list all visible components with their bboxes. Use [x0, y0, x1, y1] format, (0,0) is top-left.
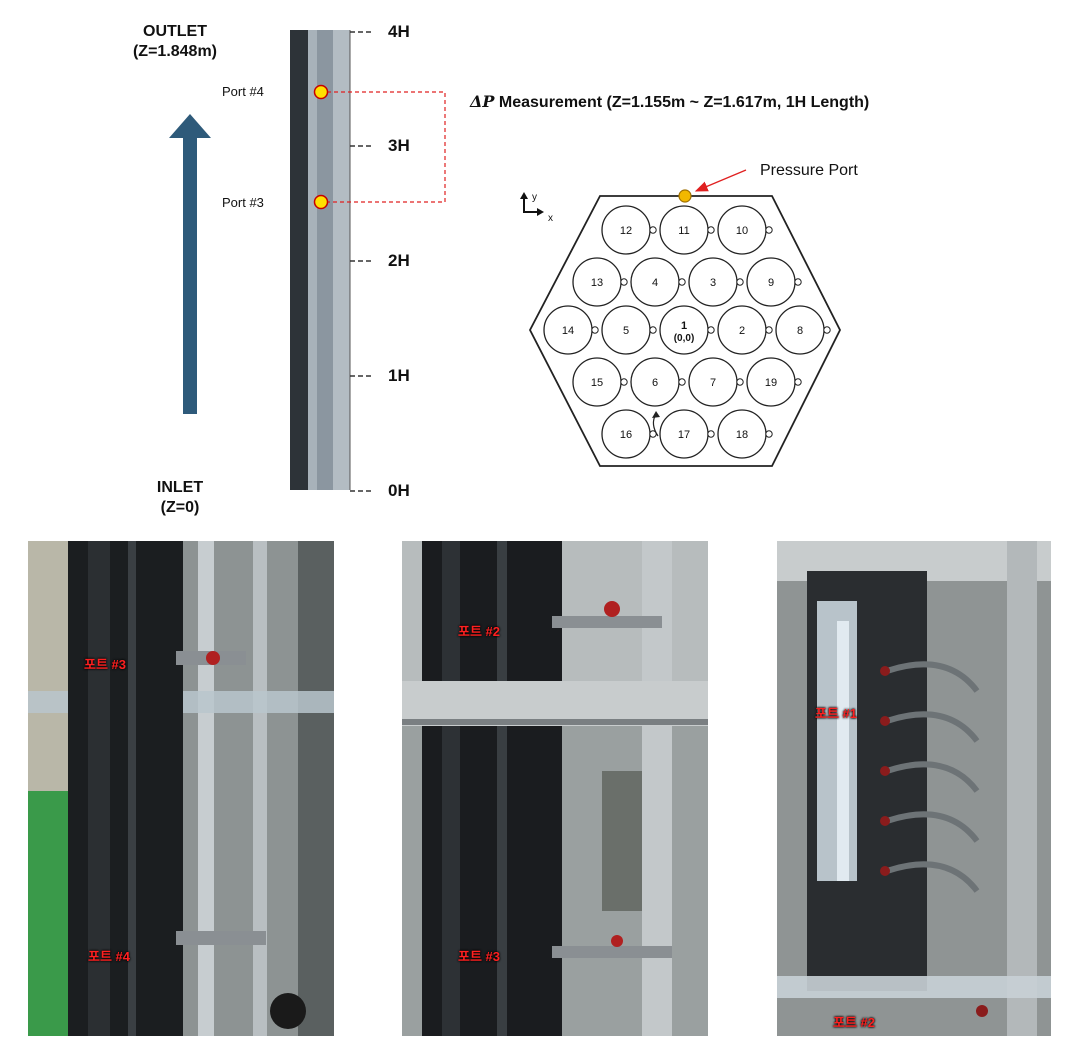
rod-label-16: 16 — [620, 429, 632, 441]
photo-right-label-port1: 포트 #1 — [815, 706, 857, 721]
pressure-port-marker — [678, 189, 692, 203]
rod-label-4: 4 — [652, 277, 658, 289]
photo-right: 포트 #1 포트 #2 — [777, 541, 1051, 1036]
wire-wrap-marker — [649, 226, 657, 234]
wire-wrap-marker — [736, 278, 744, 286]
rod-label-14: 14 — [562, 325, 574, 337]
photo-right-illustration — [777, 541, 1051, 1036]
wire-wrap-marker — [794, 378, 802, 386]
wire-wrap-marker — [678, 278, 686, 286]
height-ticks — [350, 31, 374, 492]
rod-label-15: 15 — [591, 377, 603, 389]
delta-p-symbol: ΔP — [470, 92, 495, 111]
tick-label-3h: 3H — [388, 136, 410, 155]
photo-left-illustration — [28, 541, 334, 1036]
measurement-title: ΔP Measurement (Z=1.155m ~ Z=1.617m, 1H … — [470, 92, 869, 112]
tick-label-1h: 1H — [388, 366, 410, 385]
photo-middle: 포트 #2 포트 #3 — [402, 541, 708, 1036]
port-3-marker — [313, 194, 329, 210]
flow-direction-arrow-icon — [169, 114, 211, 414]
rod-label-2: 2 — [739, 325, 745, 337]
rod-label-12: 12 — [620, 225, 632, 237]
wire-wrap-marker — [649, 326, 657, 334]
photo-left: 포트 #3 포트 #4 — [28, 541, 334, 1036]
inlet-z: (Z=0) — [160, 499, 200, 516]
wire-wrap-marker — [707, 226, 715, 234]
rod-label-3: 3 — [710, 277, 716, 289]
rod-label-13: 13 — [591, 277, 603, 289]
rod-label-7: 7 — [710, 377, 716, 389]
wire-wrap-marker — [765, 226, 773, 234]
port-4-label: Port #4 — [222, 84, 264, 99]
wire-wrap-marker — [794, 278, 802, 286]
rod-label-18: 18 — [736, 429, 748, 441]
bundle-cross-section: y x 12 11 10 13 4 3 9 14 5 1(0,0) 2 8 15 6 7 19 16 17 18 — [520, 169, 842, 467]
rod-label-19: 19 — [765, 377, 777, 389]
rod-label-1: 1 — [681, 320, 687, 332]
wire-wrap-marker — [765, 430, 773, 438]
wire-wrap-marker — [620, 278, 628, 286]
inlet-title: INLET — [156, 479, 204, 496]
wire-wrap-marker — [678, 378, 686, 386]
wire-wrap-marker — [765, 326, 773, 334]
wire-wrap-marker — [707, 430, 715, 438]
measurement-text: Measurement (Z=1.155m ~ Z=1.617m, 1H Len… — [494, 94, 870, 111]
outlet-title: OUTLET — [143, 23, 207, 40]
pressure-port-label: Pressure Port — [760, 162, 858, 179]
rod-label-9: 9 — [768, 277, 774, 289]
wire-wrap-marker — [591, 326, 599, 334]
measurement-bracket — [313, 84, 446, 210]
port-4-marker — [313, 84, 329, 100]
outlet-label: OUTLET (Z=1.848m) — [130, 22, 220, 62]
axis-x-label: x — [548, 213, 553, 224]
pressure-port-arrow — [694, 169, 747, 192]
tick-label-0h: 0H — [388, 481, 410, 500]
wire-wrap-marker — [707, 326, 715, 334]
wire-wrap-marker — [736, 378, 744, 386]
tick-label-2h: 2H — [388, 251, 410, 270]
inlet-label: INLET (Z=0) — [140, 478, 220, 518]
port-3-label: Port #3 — [222, 195, 264, 210]
rod-center-coordinate: (0,0) — [674, 333, 695, 344]
test-column-schematic — [290, 30, 351, 490]
rod-label-6: 6 — [652, 377, 658, 389]
photo-middle-illustration — [402, 541, 708, 1036]
rod-label-10: 10 — [736, 225, 748, 237]
photo-middle-label-port2: 포트 #2 — [458, 624, 500, 639]
rod-label-11: 11 — [678, 225, 689, 237]
photo-left-label-port3: 포트 #3 — [84, 657, 126, 672]
wire-wrap-marker — [620, 378, 628, 386]
rod-label-17: 17 — [678, 429, 690, 441]
rod-label-8: 8 — [797, 325, 803, 337]
tick-label-4h: 4H — [388, 22, 410, 41]
photo-left-label-port4: 포트 #4 — [88, 949, 130, 964]
outlet-z: (Z=1.848m) — [132, 43, 218, 60]
photo-right-label-port2: 포트 #2 — [833, 1015, 875, 1030]
wire-wrap-marker — [823, 326, 831, 334]
rod-label-5: 5 — [623, 325, 629, 337]
axis-y-label: y — [532, 192, 537, 203]
photo-middle-label-port3: 포트 #3 — [458, 949, 500, 964]
